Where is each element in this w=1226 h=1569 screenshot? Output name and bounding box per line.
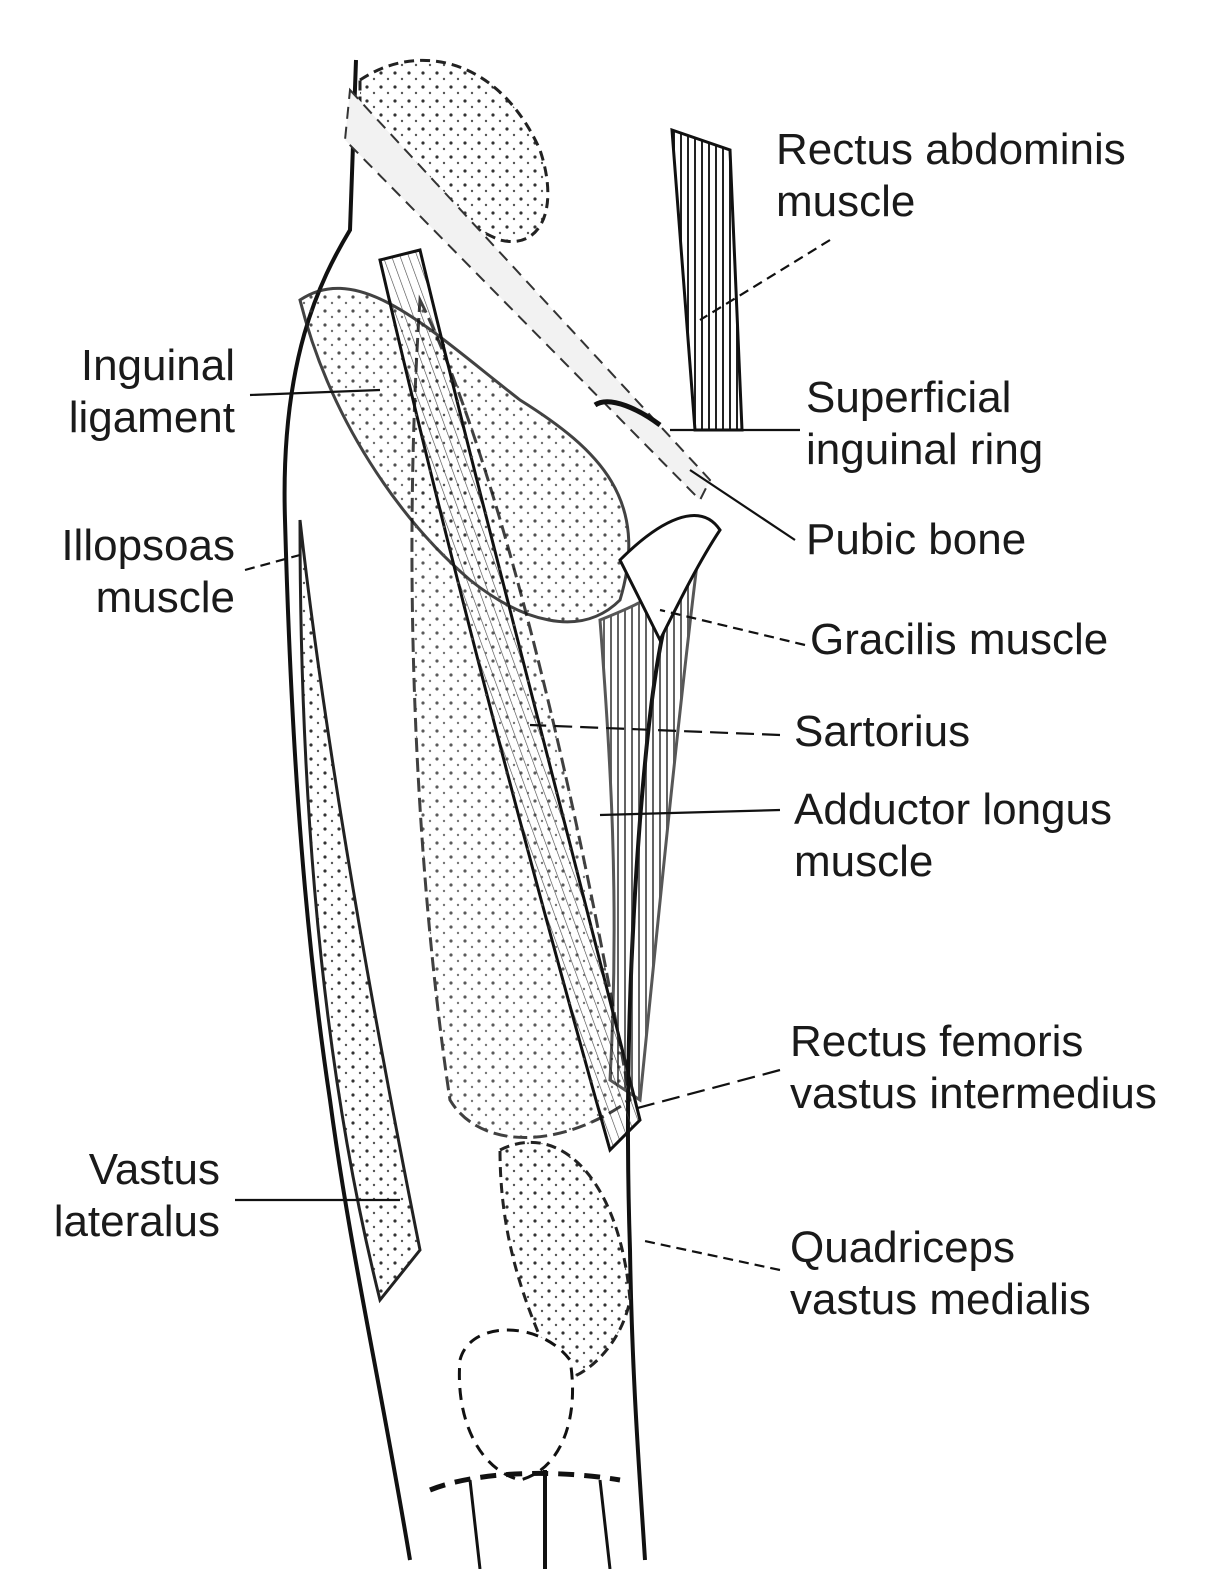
label-inguinal-ligament: Inguinal ligament	[20, 340, 235, 444]
label-pubic-bone: Pubic bone	[806, 514, 1026, 566]
vastus-lateralis-shape	[300, 520, 420, 1300]
label-vastus-lateralus: Vastus lateralus	[10, 1144, 220, 1248]
label-adductor-longus: Adductor longus muscle	[794, 784, 1112, 888]
leg-lines	[470, 1480, 610, 1569]
label-iliopsoas: Illopsoas muscle	[10, 520, 235, 624]
leader-quadriceps	[640, 1240, 780, 1270]
label-sartorius: Sartorius	[794, 706, 970, 758]
label-rectus-abdominis: Rectus abdominis muscle	[776, 124, 1126, 228]
label-rectus-femoris: Rectus femoris vastus intermedius	[790, 1016, 1157, 1120]
label-quadriceps: Quadriceps vastus medialis	[790, 1222, 1091, 1326]
leader-rectus-femoris	[630, 1070, 780, 1110]
label-superficial-inguinal-ring: Superficial inguinal ring	[806, 372, 1043, 476]
patella-shape	[459, 1330, 572, 1480]
adductor-gracilis-shape	[600, 540, 700, 1100]
label-gracilis: Gracilis muscle	[810, 614, 1108, 666]
leader-iliopsoas	[245, 555, 300, 570]
rectus-abdominis-shape	[672, 130, 742, 430]
